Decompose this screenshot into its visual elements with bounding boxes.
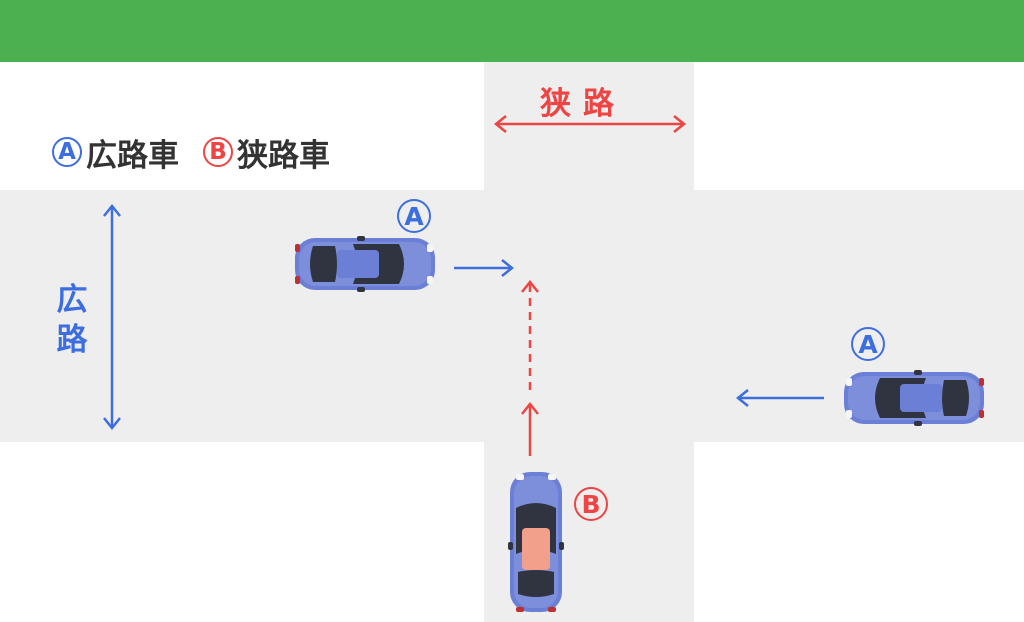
- car-b-arrow-icon: [521, 279, 539, 456]
- legend: A 広路車 B 狭路車: [52, 130, 354, 174]
- car-b-marker: B: [574, 487, 608, 521]
- car-a-left-marker: A: [397, 199, 431, 233]
- legend-label-wide: 広路車: [86, 137, 179, 174]
- wide-road-width-arrow-icon: [103, 203, 121, 431]
- car-a-right-icon: [844, 370, 984, 426]
- car-a-right-arrow-icon: [735, 389, 824, 407]
- car-b-icon: [508, 472, 564, 612]
- legend-label-narrow: 狭路車: [237, 137, 330, 174]
- legend-item-narrow: B 狭路車: [203, 130, 330, 175]
- marker-b-icon: B: [203, 137, 233, 167]
- legend-item-wide: A 広路車: [52, 130, 179, 175]
- narrow-road-label: 狭路: [540, 86, 626, 122]
- narrow-road-width-arrow-icon: [493, 115, 687, 133]
- car-a-left-icon: [295, 236, 435, 292]
- car-a-right-marker: A: [851, 327, 885, 361]
- wide-road-label: 広路: [56, 282, 88, 358]
- top-banner: [0, 0, 1024, 62]
- car-a-left-arrow-icon: [454, 259, 515, 277]
- marker-a-icon: A: [52, 137, 82, 167]
